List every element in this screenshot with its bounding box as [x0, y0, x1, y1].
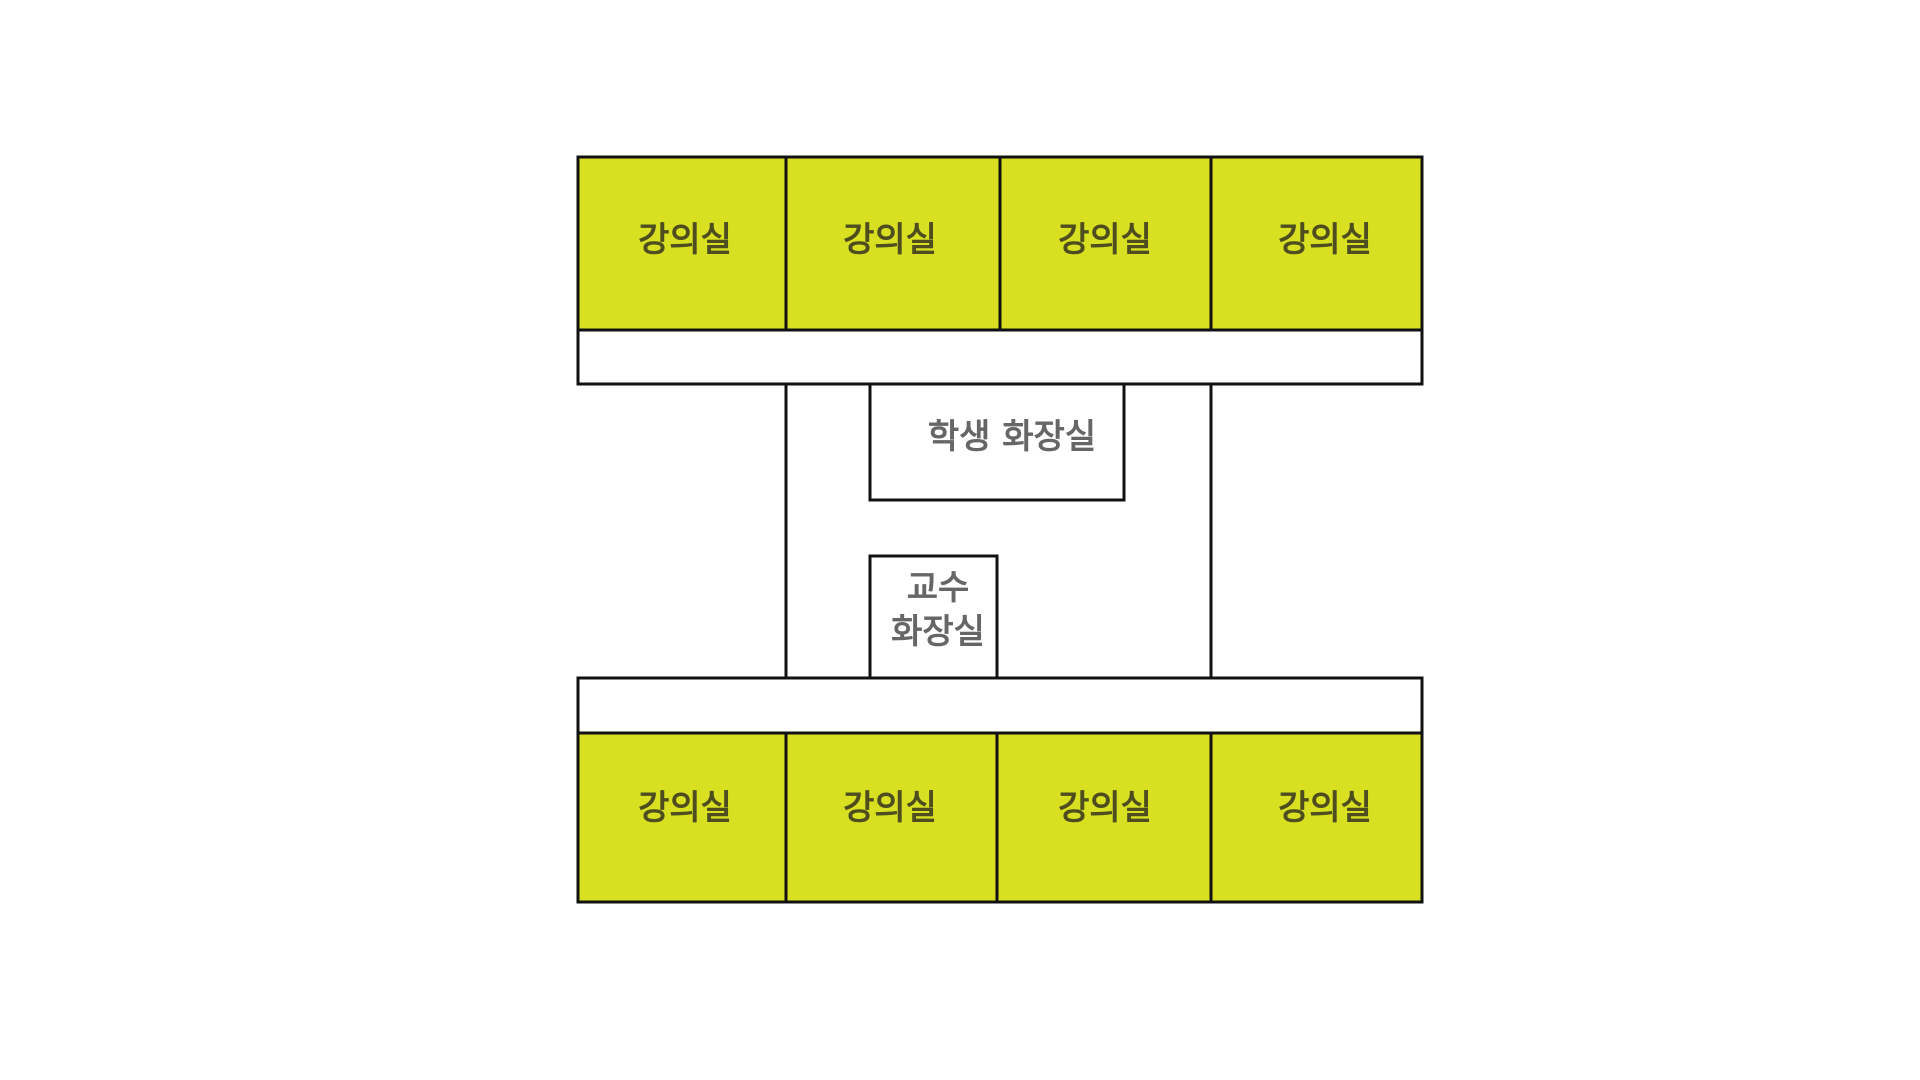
bottom-lecture-room-4 [1209, 731, 1424, 904]
top-lecture-room-2-label: 강의실 [843, 220, 937, 260]
bottom-lecture-room-2-label: 강의실 [843, 788, 937, 828]
bottom-corridor [576, 676, 1424, 735]
bottom-lecture-room-1 [576, 731, 788, 904]
top-lecture-room-1 [576, 155, 788, 332]
top-corridor [576, 328, 1424, 386]
student-restroom [868, 382, 1126, 502]
top-lecture-room-1-label: 강의실 [638, 220, 732, 260]
bottom-lecture-room-1-label: 강의실 [638, 788, 732, 828]
bottom-lecture-room-2 [784, 731, 999, 904]
top-lecture-room-3-label: 강의실 [1058, 220, 1152, 260]
bottom-lecture-room-3-label: 강의실 [1058, 788, 1152, 828]
top-lecture-room-3 [998, 155, 1213, 332]
top-lecture-room-4-label: 강의실 [1278, 220, 1372, 260]
top-lecture-room-2 [784, 155, 1002, 332]
faculty-restroom-label-line1: 교수 [907, 568, 970, 608]
bottom-lecture-room-4-label: 강의실 [1278, 788, 1372, 828]
faculty-restroom-label-line2: 화장실 [891, 612, 985, 652]
student-restroom-label: 학생 화장실 [928, 417, 1096, 457]
bottom-lecture-room-3 [995, 731, 1213, 904]
